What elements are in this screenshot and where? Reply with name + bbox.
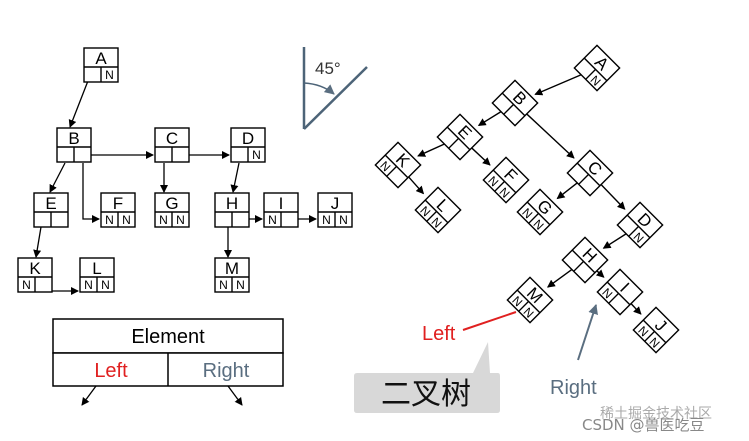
rotated-tree-link [534,72,585,96]
tree-link-line [82,163,100,223]
null-left-mark: N [105,213,114,227]
rotated-tree-link [406,174,425,195]
null-left-mark: N [84,278,93,292]
node-label: M [225,259,239,278]
rotated-tree-link [524,112,575,159]
tree-link-line [230,162,240,193]
rotated-tree-annotations: Left Right [422,304,598,399]
caption-text: 二叉树 [381,377,471,412]
rotated-node-m: MNN [506,276,554,324]
tree-link-line [33,226,42,258]
null-right-mark: N [236,278,245,292]
null-right-mark: N [122,213,131,227]
node-label: A [95,49,107,68]
tree-node-h: H [214,192,250,228]
node-label: L [92,259,101,278]
rotated-node-h: H [561,236,609,284]
null-right-mark: N [339,213,348,227]
node-label: E [45,194,56,213]
null-left-mark: N [268,213,277,227]
null-left-mark: N [322,213,331,227]
rotated-tree-link [469,146,491,166]
tree-link-line [49,162,66,193]
tree-node-i: IN [263,192,299,228]
node-label: G [165,194,178,213]
null-right-mark: N [101,278,110,292]
legend-right-arrow [227,385,243,406]
node-structure-legend: Element Left Right [52,318,284,406]
angle-label: 45° [315,59,341,78]
node-label: F [113,194,123,213]
tree-node-b: B [56,127,92,163]
rotated-node-k: KN [374,141,422,189]
right-annotation: Right [550,377,597,399]
tree-node-k: KN [17,257,53,293]
null-left-mark: N [159,213,168,227]
rotated-tree-link [599,182,626,210]
rotated-tree-link [477,109,504,127]
node-label: D [242,129,254,148]
legend-left-label: Left [94,360,128,382]
node-label: B [68,129,79,148]
null-right-mark: N [105,68,114,82]
node-label: I [279,194,284,213]
rotated-node-d: DN [616,201,664,249]
null-left-mark: N [22,278,31,292]
rotated-node-g: GNN [516,188,564,236]
node-label: J [331,194,340,213]
rotated-node-a: AN [573,44,621,92]
legend-right-label: Right [203,360,250,382]
tree-node-d: DN [230,127,266,163]
rotated-node-i: IN [596,268,644,316]
null-right-mark: N [176,213,185,227]
rotated-node-e: E [436,113,484,161]
rotated-node-f: FNN [482,156,530,204]
legend-element-label: Element [131,326,205,348]
rotated-tree-link [602,231,629,249]
node-label: H [226,194,238,213]
node-label: C [166,129,178,148]
rotated-tree-link [546,267,575,288]
node-label: K [29,259,41,278]
legend-left-arrow [81,385,97,406]
rotated-tree-link [556,181,580,200]
null-left-mark: N [219,278,228,292]
rotated-node-b: B [491,79,539,127]
tree-node-c: C [154,127,190,163]
tree-node-e: E [33,192,69,228]
watermark-juejin: 稀土掘金技术社区 [600,406,712,422]
caption-callout: 二叉树 [354,342,500,413]
rotated-tree-link [417,142,448,157]
tree-node-a: AN [83,47,119,83]
rotated-node-c: C [566,149,614,197]
rotated-node-l: LNN [414,186,462,234]
rotation-angle-indicator: 45° [302,47,368,130]
null-right-mark: N [252,148,261,162]
rotated-tree-link [629,301,642,315]
watermark-csdn: CSDN @兽医吃豆 [582,416,705,434]
left-annotation: Left [422,323,456,345]
rotated-node-j: JNN [632,306,680,354]
